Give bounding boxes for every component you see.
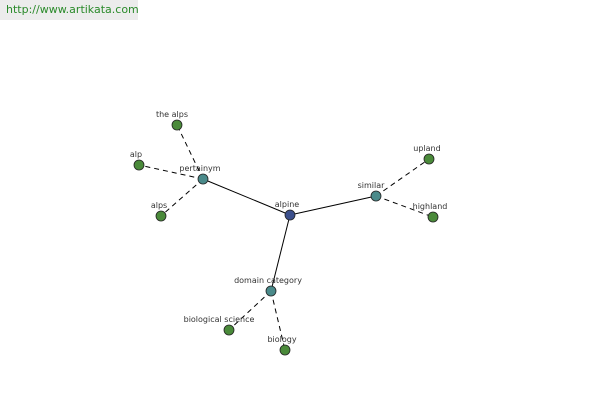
edge-alpine-to-pertainym bbox=[202, 178, 291, 216]
node-biology[interactable] bbox=[279, 344, 291, 356]
node-label-similar: similar bbox=[358, 181, 386, 190]
node-alps[interactable] bbox=[155, 210, 167, 222]
edge-similar-to-upland bbox=[375, 158, 430, 197]
node-label-biology: biology bbox=[267, 335, 296, 344]
edge-alpine-to-domain-category bbox=[270, 214, 291, 292]
edges-layer bbox=[138, 124, 434, 351]
edge-alpine-to-similar bbox=[289, 195, 377, 216]
node-biological-science[interactable] bbox=[223, 324, 235, 336]
node-the-alps[interactable] bbox=[171, 119, 183, 131]
node-upland[interactable] bbox=[423, 153, 435, 165]
edge-pertainym-to-the-alps bbox=[176, 124, 204, 180]
node-label-the-alps: the alps bbox=[156, 110, 188, 119]
node-label-alpine: alpine bbox=[275, 200, 299, 209]
node-highland[interactable] bbox=[427, 211, 439, 223]
edge-domain-category-to-biological-science bbox=[228, 290, 272, 331]
node-pertainym[interactable] bbox=[197, 173, 209, 185]
node-label-highland: highland bbox=[413, 202, 448, 211]
node-label-alps: alps bbox=[151, 201, 167, 210]
labels-layer: alpine pertainym similar domain category the… bbox=[130, 110, 447, 344]
node-domain-category[interactable] bbox=[265, 285, 277, 297]
node-alpine[interactable] bbox=[284, 209, 296, 221]
edge-similar-to-highland bbox=[375, 195, 434, 218]
node-alp[interactable] bbox=[133, 159, 145, 171]
site-url-link[interactable]: http://www.artikata.com bbox=[0, 0, 139, 20]
node-label-biological-science: biological science bbox=[184, 315, 255, 324]
node-label-domain-category: domain category bbox=[234, 276, 302, 285]
node-label-pertainym: pertainym bbox=[179, 164, 220, 173]
edge-pertainym-to-alps bbox=[160, 178, 204, 217]
node-similar[interactable] bbox=[370, 190, 382, 202]
node-label-alp: alp bbox=[130, 150, 142, 159]
node-label-upland: upland bbox=[413, 144, 440, 153]
nodes-layer bbox=[133, 119, 439, 356]
edge-domain-category-to-biology bbox=[270, 290, 286, 351]
edge-pertainym-to-alp bbox=[138, 164, 204, 180]
